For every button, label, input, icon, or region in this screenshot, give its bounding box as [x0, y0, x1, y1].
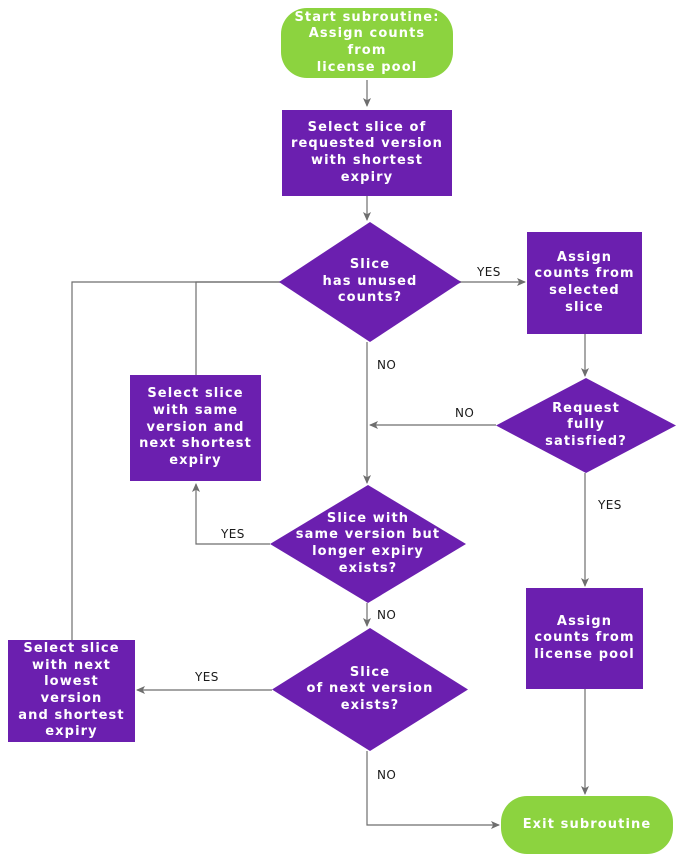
node-label-start: Start subroutine: Assign counts from lic…: [294, 9, 440, 75]
node-label-assign_pool: Assign counts from license pool: [534, 613, 635, 662]
node-next_version_exists[interactable]: Slice of next version exists?: [272, 628, 468, 751]
node-label-request_satisfied: Request fully satisfied?: [545, 400, 627, 449]
node-label-select_next_shortest: Select slice with same version and next …: [139, 386, 252, 468]
node-has_unused[interactable]: Slice has unused counts?: [279, 222, 461, 342]
node-label-select_shortest: Select slice of requested version with s…: [291, 119, 443, 185]
edge-label-e-hasunused-yes: YES: [477, 265, 501, 279]
edge-label-e-longer-no: NO: [377, 608, 397, 622]
node-label-has_unused: Slice has unused counts?: [322, 257, 418, 306]
node-label-select_next_lowest: Select slice with next lowest version an…: [18, 641, 125, 740]
node-request_satisfied[interactable]: Request fully satisfied?: [496, 378, 676, 473]
edge-label-e-request-yes: YES: [598, 498, 622, 512]
node-exit[interactable]: Exit subroutine: [501, 796, 673, 854]
node-longer_expiry_exists[interactable]: Slice with same version but longer expir…: [270, 485, 466, 603]
node-select_shortest[interactable]: Select slice of requested version with s…: [282, 110, 452, 196]
edge-label-e-nextversion-yes: YES: [195, 670, 219, 684]
node-assign_pool[interactable]: Assign counts from license pool: [526, 588, 643, 689]
node-select_next_lowest[interactable]: Select slice with next lowest version an…: [8, 640, 135, 742]
connector-e-nextversion-no: [366, 751, 500, 829]
node-assign_selected[interactable]: Assign counts from selected slice: [527, 232, 642, 334]
edge-label-e-nextversion-no: NO: [377, 768, 397, 782]
node-select_next_shortest[interactable]: Select slice with same version and next …: [130, 375, 261, 481]
edge-label-e-request-no: NO: [455, 406, 475, 420]
node-label-longer_expiry_exists: Slice with same version but longer expir…: [295, 510, 441, 576]
node-label-assign_selected: Assign counts from selected slice: [534, 249, 635, 315]
edge-label-e-longer-yes: YES: [221, 527, 245, 541]
node-label-exit: Exit subroutine: [522, 816, 652, 832]
node-start[interactable]: Start subroutine: Assign counts from lic…: [281, 8, 453, 78]
edge-label-e-hasunused-no: NO: [377, 358, 397, 372]
node-label-next_version_exists: Slice of next version exists?: [306, 664, 434, 713]
